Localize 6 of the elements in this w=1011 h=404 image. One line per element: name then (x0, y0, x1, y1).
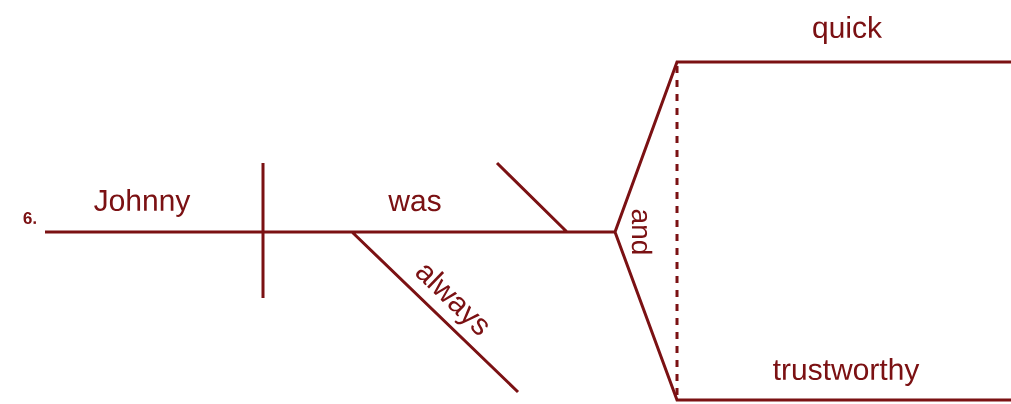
word: was (388, 194, 441, 212)
word: Johnny (94, 189, 191, 217)
item-number: 6. (23, 212, 36, 225)
word: quick (813, 16, 883, 44)
word: and (631, 209, 653, 254)
word: trustworthy (773, 358, 920, 386)
